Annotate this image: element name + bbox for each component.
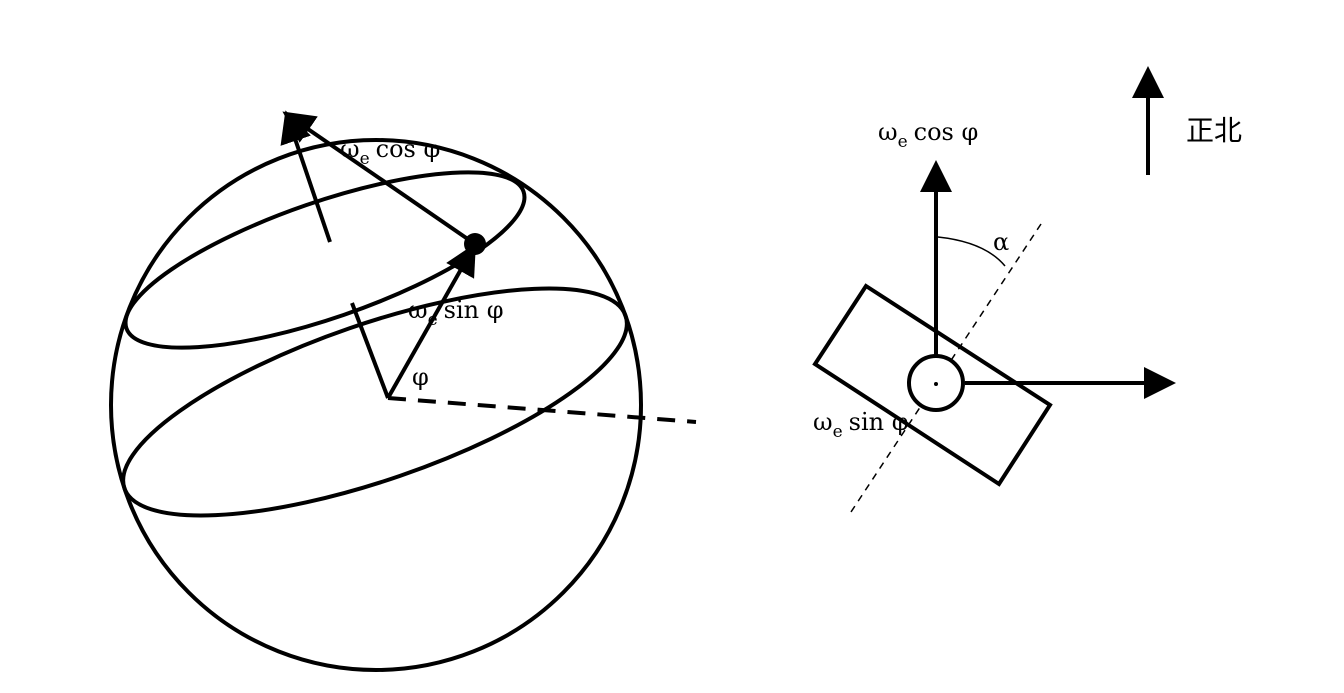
gyro-top-view-figure (812, 66, 1176, 516)
radius-to-latitude-center (350, 302, 390, 399)
horizontal-component-arrow (282, 111, 477, 246)
earth-sphere-figure (109, 110, 697, 672)
azimuth-angle-label: α (993, 228, 1009, 256)
earth-axis-arrow (280, 110, 332, 243)
equatorial-plane-dashed-line (387, 396, 697, 424)
latitude-angle-label: φ (412, 363, 429, 391)
equator-circle (121, 286, 629, 518)
vertical-component-arrow (386, 243, 476, 399)
north-label: 正北 (1186, 114, 1242, 147)
location-point (464, 233, 486, 255)
angle-alpha-arc (937, 236, 1006, 267)
latitude-circle (123, 170, 527, 350)
earth-outline (109, 138, 643, 672)
gyro-body-rectangle (812, 283, 1053, 487)
vertical-component-dot (934, 382, 938, 386)
